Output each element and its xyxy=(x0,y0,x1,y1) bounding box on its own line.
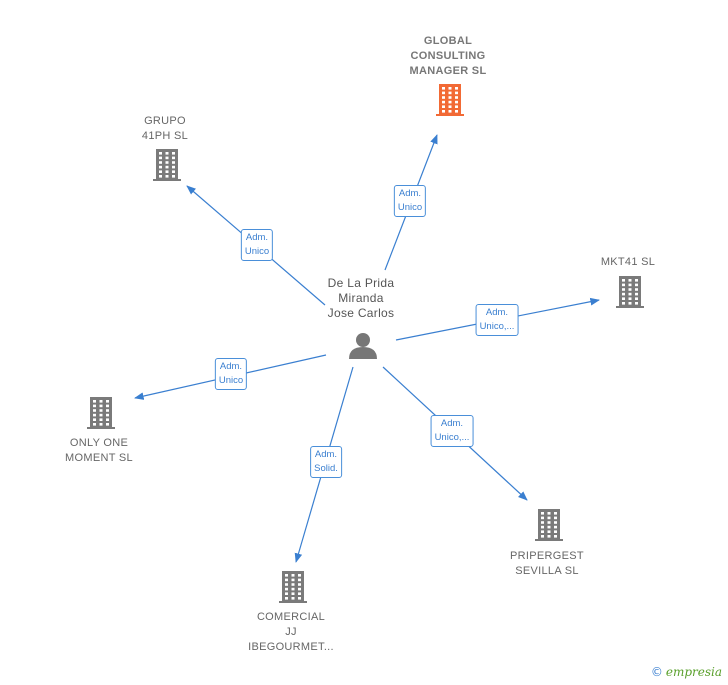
building-icon-onlyone xyxy=(87,397,115,429)
building-icon-grupo41 xyxy=(153,149,181,181)
building-icon-comercial xyxy=(279,571,307,603)
building-icon-pripergest xyxy=(535,509,563,541)
person-label[interactable]: De La Prida Miranda Jose Carlos xyxy=(327,276,395,320)
building-icon-global xyxy=(436,84,464,116)
brand-name: empresia xyxy=(665,665,722,679)
edge-label-onlyone[interactable]: Adm. Unico xyxy=(214,358,248,390)
edge-label-comercial[interactable]: Adm. Solid. xyxy=(310,446,342,478)
node-label-onlyone[interactable]: ONLY ONE MOMENT SL xyxy=(65,437,133,464)
node-label-grupo41[interactable]: GRUPO 41PH SL xyxy=(141,115,189,142)
node-label-pripergest[interactable]: PRIPERGEST SEVILLA SL xyxy=(510,550,584,577)
node-label-comercial[interactable]: COMERCIAL JJ IBEGOURMET... xyxy=(248,611,334,653)
node-label-mkt41[interactable]: MKT41 SL xyxy=(600,256,656,268)
edge-label-global[interactable]: Adm. Unico xyxy=(393,185,427,217)
edge-label-mkt41[interactable]: Adm. Unico,... xyxy=(475,304,519,336)
person-icon xyxy=(349,333,377,359)
edge-label-grupo41[interactable]: Adm. Unico xyxy=(240,229,274,261)
edge-label-pripergest[interactable]: Adm. Unico,... xyxy=(430,415,474,447)
building-icon-mkt41 xyxy=(616,276,644,308)
copyright-symbol: © xyxy=(650,665,663,679)
node-label-global[interactable]: GLOBAL CONSULTING MANAGER SL xyxy=(409,35,487,77)
brand-watermark: ©empresia xyxy=(651,665,722,679)
